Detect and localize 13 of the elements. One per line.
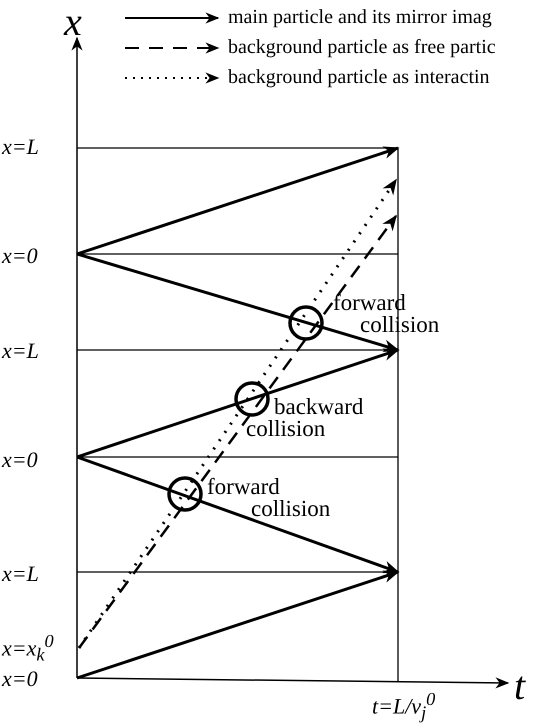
axis-label: t xyxy=(514,666,526,706)
legend-text: background particle as free partic xyxy=(228,37,496,57)
boundary-label: x=0 xyxy=(2,245,38,267)
boundary-label: x=0 xyxy=(2,668,38,690)
boundary-label: x=L xyxy=(2,340,39,362)
legend-text: background particle as interactin xyxy=(228,67,490,87)
boundary-label: x=0 xyxy=(2,449,38,471)
legend-text: main particle and its mirror imag xyxy=(228,7,492,27)
boundary-label: x=L xyxy=(2,563,39,585)
axis-label: x xyxy=(64,2,82,42)
collision-label: backward collision xyxy=(246,396,364,440)
boundary-label: x=L xyxy=(2,136,39,158)
collision-label: forward collision xyxy=(207,476,332,520)
